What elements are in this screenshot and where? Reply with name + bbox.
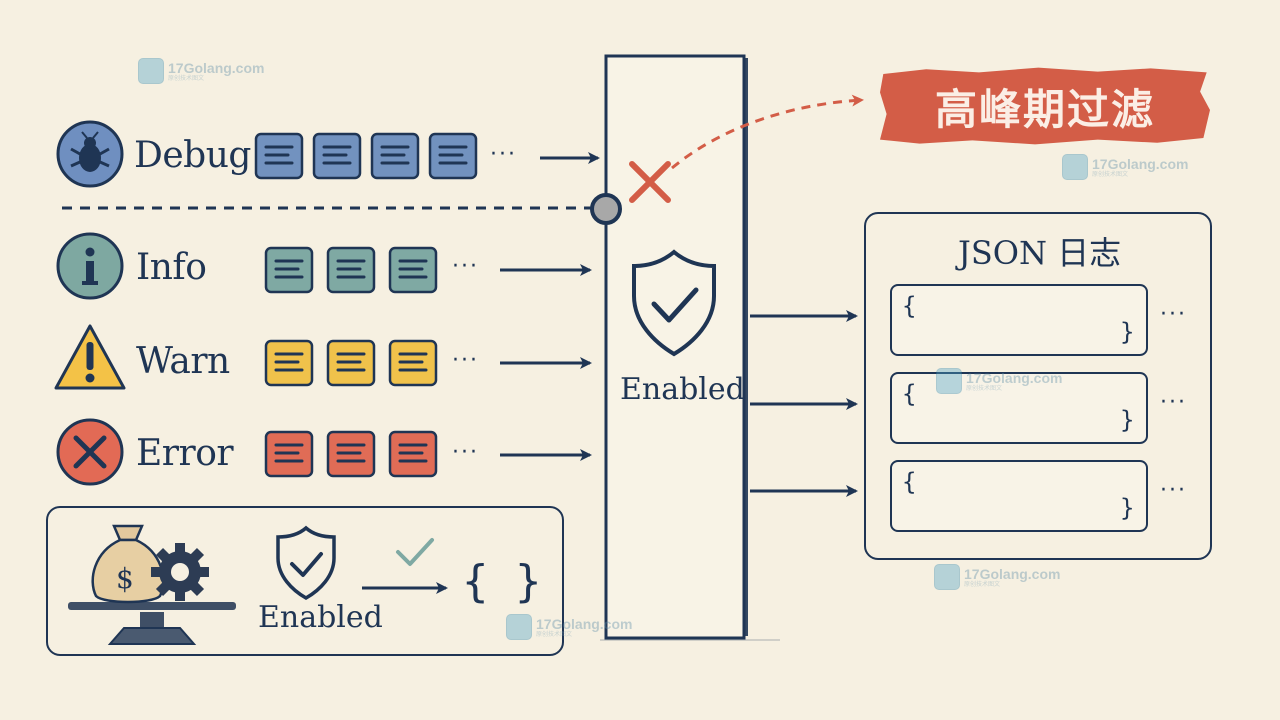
bug-icon: [56, 120, 124, 188]
legend-enabled-label: Enabled: [258, 600, 383, 635]
warning-icon: [54, 324, 126, 390]
debug-log-card: [428, 132, 478, 180]
error-icon: [56, 418, 124, 486]
gate-shield-icon: [632, 249, 716, 357]
debug-more: ···: [490, 142, 517, 167]
level-label-warn: Warn: [136, 341, 230, 382]
log-card-rows: [254, 132, 478, 478]
scale-icon: [68, 602, 236, 645]
warn-log-card: [326, 339, 376, 387]
rejected-arrow: [671, 94, 864, 170]
money-bag-icon: $: [91, 524, 165, 604]
debug-log-card: [312, 132, 362, 180]
enabled-gate: [600, 54, 780, 641]
legend-json-symbol: { }: [462, 556, 542, 607]
debug-log-card: [254, 132, 304, 180]
json-more-1: ···: [1160, 302, 1187, 327]
json-log-title: JSON 日志: [958, 234, 1122, 272]
debug-log-card: [370, 132, 420, 180]
error-more: ···: [452, 440, 479, 465]
brace-close: }: [1120, 318, 1135, 346]
legend-shield-icon: [276, 525, 336, 601]
error-log-card: [264, 430, 314, 478]
json-entry-2: { }: [890, 372, 1148, 444]
json-more-3: ···: [1160, 478, 1187, 503]
json-more-2: ···: [1160, 390, 1187, 415]
gear-icon: [151, 543, 209, 601]
brace-open: {: [902, 380, 917, 408]
rejected-cross-icon: [629, 161, 671, 203]
brace-open: {: [902, 468, 917, 496]
gate-label: Enabled: [620, 372, 745, 407]
warn-more: ···: [452, 348, 479, 373]
warn-log-card: [388, 339, 438, 387]
legend-panel: [46, 506, 564, 656]
info-more: ···: [452, 254, 479, 279]
level-label-info: Info: [136, 247, 207, 288]
json-log-panel: [864, 212, 1212, 560]
error-log-card: [388, 430, 438, 478]
brace-close: }: [1120, 494, 1135, 522]
svg-text:$: $: [116, 562, 134, 595]
info-log-card: [326, 246, 376, 294]
brace-open: {: [902, 292, 917, 320]
check-icon: [396, 538, 434, 566]
threshold-pivot: [590, 193, 622, 225]
level-label-error: Error: [136, 433, 234, 474]
level-label-debug: Debug: [134, 135, 251, 176]
peak-filter-text: 高峰期过滤: [934, 84, 1155, 134]
peak-filter-banner: 高峰期过滤: [880, 67, 1210, 145]
warn-log-card: [264, 339, 314, 387]
json-entry-1: { }: [890, 284, 1148, 356]
info-icon: [56, 232, 124, 300]
json-entry-3: { }: [890, 460, 1148, 532]
info-log-card: [388, 246, 438, 294]
error-log-card: [326, 430, 376, 478]
brace-close: }: [1120, 406, 1135, 434]
info-log-card: [264, 246, 314, 294]
